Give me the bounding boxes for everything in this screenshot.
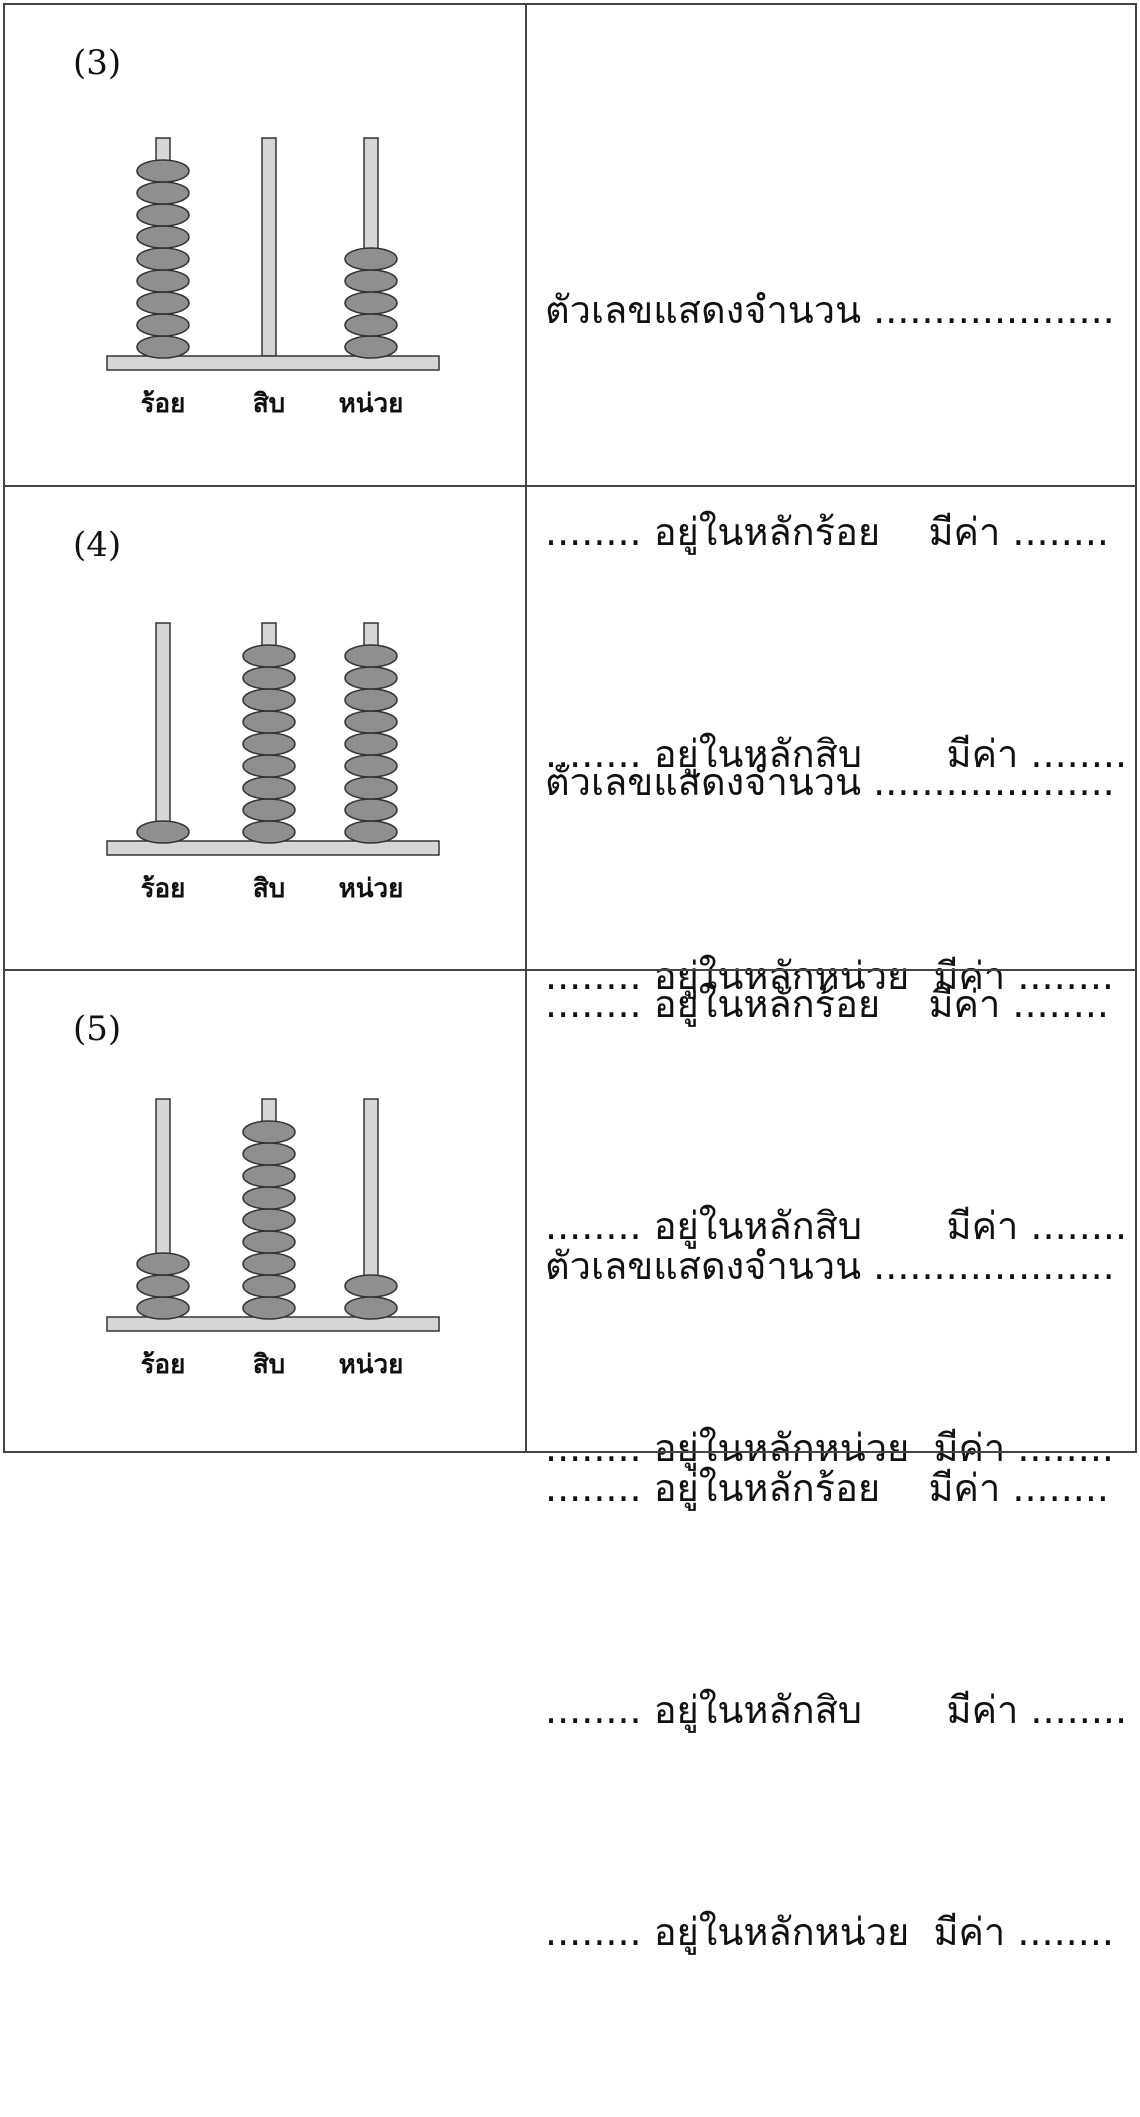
tens-line: ........ อยู่ในหลักสิบ มีค่า ........ [545,1688,1128,1732]
abacus-bead-tens [242,644,296,668]
abacus-bead-hundreds [136,1296,190,1320]
abacus-rod-tens [261,137,277,357]
abacus-bead-tens [242,710,296,734]
abacus-bead-tens [242,688,296,712]
place-label-hundreds: ร้อย [141,389,186,419]
units-line: ........ อยู่ในหลักหน่วย มีค่า ........ [545,1910,1114,1954]
number-line: ตัวเลขแสดงจำนวน .................... [545,760,1115,804]
abacus: ร้อย สิบ หน่วย [106,137,440,419]
place-label-tens: สิบ [253,1350,285,1380]
problem-row-3: (3) ร้อยสิบหน่วย ตัวเลขแสดงจำนวน .......… [3,3,1137,998]
number-line: ตัวเลขแสดงจำนวน .................... [545,1244,1115,1288]
abacus-bead-units [344,666,398,690]
abacus-bead-units [344,754,398,778]
problem-number: (5) [73,1009,122,1049]
abacus: ร้อย สิบ หน่วย [106,1098,440,1380]
abacus-bead-tens [242,798,296,822]
abacus-rod-hundreds [155,622,171,842]
place-label-tens: สิบ [253,389,285,419]
abacus-bead-tens [242,820,296,844]
problem-number: (3) [73,43,122,83]
abacus-bead-tens [242,776,296,800]
column-divider [525,971,527,1451]
abacus-bead-units [344,1274,398,1298]
abacus-bead-tens [242,1230,296,1254]
abacus-bead-tens [242,1208,296,1232]
column-divider [525,487,527,969]
place-label-tens: สิบ [253,874,285,904]
abacus-bead-units [344,776,398,800]
abacus-bead-units [344,688,398,712]
abacus-bead-units [344,335,398,359]
problem-row-5: (5) ร้อย สิบ หน่วย ตัวเลขแสดงจำนวน .......… [3,969,1137,1954]
abacus-bead-units [344,644,398,668]
abacus-bead-hundreds [136,247,190,271]
abacus-bead-units [344,269,398,293]
abacus-bead-units [344,247,398,271]
problem-row-4: (4) ร้อยสิบหน่วย ตัวเลขแสดงจำนวน .......… [3,485,1137,1470]
abacus-base [106,355,440,371]
abacus-bead-tens [242,1296,296,1320]
hundreds-line: ........ อยู่ในหลักร้อย มีค่า ........ [545,510,1110,554]
abacus-bead-units [344,732,398,756]
abacus-bead-units [344,1296,398,1320]
abacus-bead-tens [242,666,296,690]
abacus-bead-units [344,798,398,822]
abacus-bead-tens [242,1120,296,1144]
place-label-units: หน่วย [339,874,404,904]
abacus-bead-hundreds [136,1252,190,1276]
abacus-bead-tens [242,1274,296,1298]
answer-lines: ตัวเลขแสดงจำนวน .................... ...… [545,125,1127,1161]
abacus-bead-units [344,313,398,337]
abacus-bead-units [344,710,398,734]
answer-lines: ตัวเลขแสดงจำนวน .................... ...… [545,1081,1127,2117]
problem-number: (4) [73,525,122,565]
abacus-bead-tens [242,1164,296,1188]
place-label-hundreds: ร้อย [141,1350,186,1380]
hundreds-line: ........ อยู่ในหลักร้อย มีค่า ........ [545,982,1110,1026]
place-label-units: หน่วย [339,389,404,419]
abacus-bead-hundreds [136,181,190,205]
abacus-bead-hundreds [136,159,190,183]
abacus-bead-tens [242,754,296,778]
units-line: ........ อยู่ในหลักหน่วย มีค่า ........ [545,954,1114,998]
abacus-bead-units [344,820,398,844]
abacus-bead-hundreds [136,313,190,337]
abacus-bead-hundreds [136,203,190,227]
abacus-bead-units [344,291,398,315]
place-label-units: หน่วย [339,1350,404,1380]
abacus-bead-tens [242,1252,296,1276]
tens-line: ........ อยู่ในหลักสิบ มีค่า ........ [545,732,1128,776]
hundreds-line: ........ อยู่ในหลักร้อย มีค่า ........ [545,1466,1110,1510]
abacus-bead-tens [242,1142,296,1166]
abacus-bead-hundreds [136,291,190,315]
column-divider [525,5,527,485]
number-line: ตัวเลขแสดงจำนวน .................... [545,288,1115,332]
abacus-bead-hundreds [136,269,190,293]
abacus-bead-hundreds [136,225,190,249]
abacus-bead-tens [242,1186,296,1210]
abacus-bead-hundreds [136,335,190,359]
worksheet: (3) ร้อยสิบหน่วย ตัวเลขแสดงจำนวน .......… [3,3,1137,1954]
place-label-hundreds: ร้อย [141,874,186,904]
abacus: ร้อย สิบ หน่วย [106,622,440,904]
abacus-bead-hundreds [136,820,190,844]
tens-line: ........ อยู่ในหลักสิบ มีค่า ........ [545,1204,1128,1248]
abacus-bead-hundreds [136,1274,190,1298]
abacus-bead-tens [242,732,296,756]
